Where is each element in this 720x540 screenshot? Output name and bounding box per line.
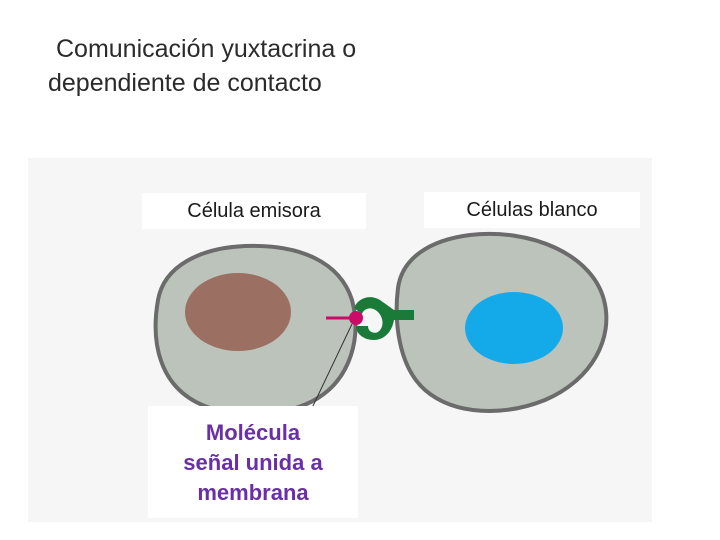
emitter-cell-label: Célula emisora xyxy=(142,193,366,229)
pointer-line xyxy=(311,323,353,409)
slide-title: Comunicación yuxtacrina o dependiente de… xyxy=(48,32,688,100)
target-nucleus xyxy=(465,292,563,364)
molecule-label-line-2: señal unida a xyxy=(183,450,323,475)
molecule-label: Molécula señal unida a membrana xyxy=(148,406,358,518)
molecule-label-line-1: Molécula xyxy=(205,420,301,445)
title-line-2: dependiente de contacto xyxy=(48,69,322,97)
emitter-nucleus xyxy=(185,273,291,351)
molecule-label-line-3: membrana xyxy=(197,480,309,505)
target-cells-label: Células blanco xyxy=(424,192,640,228)
title-line-1: Comunicación yuxtacrina o xyxy=(56,35,357,63)
receptor xyxy=(354,297,414,340)
signal-molecule xyxy=(349,311,363,325)
